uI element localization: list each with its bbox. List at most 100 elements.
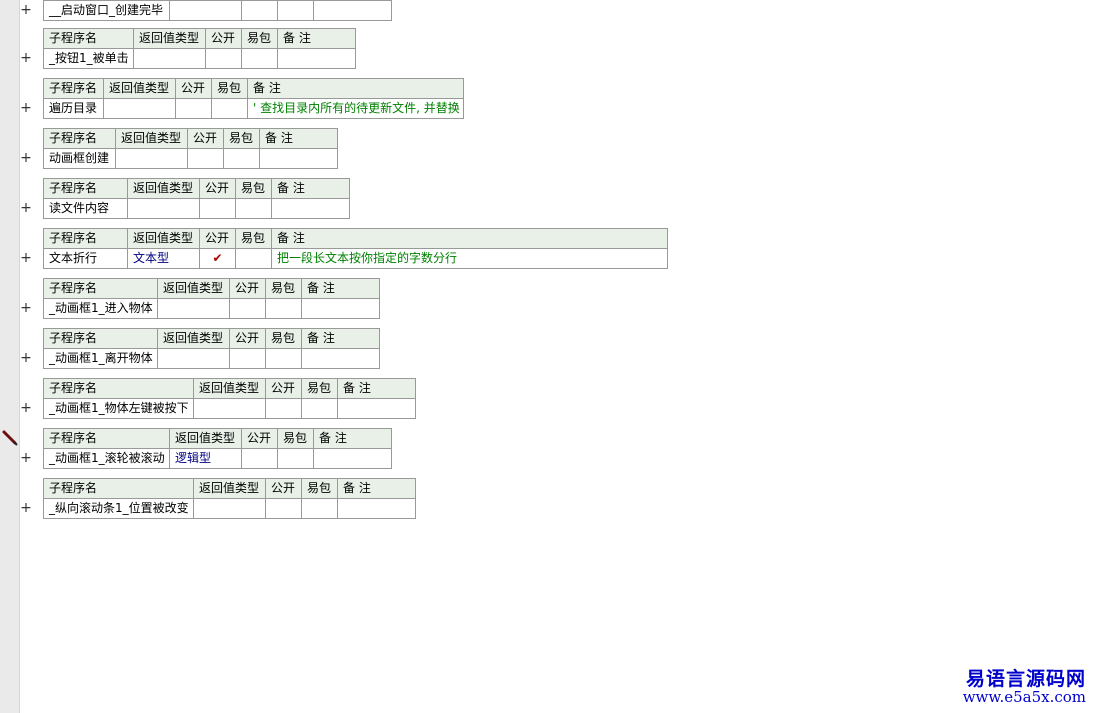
table-row: _动画框1_物体左键被按下 <box>43 398 416 419</box>
sub-name-cell[interactable]: _动画框1_滚轮被滚动 <box>43 448 170 469</box>
sub-name-cell[interactable]: _纵向滚动条1_位置被改变 <box>43 498 194 519</box>
sub-table: 子程序名返回值类型公开易包备 注遍历目录' 查找目录内所有的待更新文件, 并替换 <box>43 78 464 119</box>
sub-name-cell[interactable]: _按钮1_被单击 <box>43 48 134 69</box>
public-cell[interactable] <box>175 98 212 119</box>
header-ret-type: 返回值类型 <box>133 28 206 49</box>
header-row: 子程序名返回值类型公开易包备 注 <box>43 128 338 149</box>
public-cell[interactable]: ✔ <box>199 248 236 269</box>
header-sub-name: 子程序名 <box>43 328 158 349</box>
expand-icon[interactable]: + <box>20 2 32 18</box>
sub-name-cell[interactable]: 遍历目录 <box>43 98 104 119</box>
header-public: 公开 <box>229 278 266 299</box>
header-row: 子程序名返回值类型公开易包备 注 <box>43 28 356 49</box>
ret-type-cell[interactable] <box>103 98 176 119</box>
ret-type-cell[interactable] <box>115 148 188 169</box>
table-row: 遍历目录 ' 查找目录内所有的待更新文件, 并替换 <box>43 98 464 119</box>
expand-icon[interactable]: + <box>20 300 32 316</box>
header-easy-pack: 易包 <box>223 128 260 149</box>
header-ret-type: 返回值类型 <box>115 128 188 149</box>
ret-type-cell[interactable]: 文本型 <box>127 248 200 269</box>
ret-type-cell[interactable] <box>193 398 266 419</box>
public-cell[interactable] <box>241 0 278 21</box>
header-public: 公开 <box>175 78 212 99</box>
note-cell[interactable] <box>259 148 338 169</box>
sub-name-cell[interactable]: __启动窗口_创建完毕 <box>43 0 170 21</box>
public-cell[interactable] <box>241 448 278 469</box>
note-cell[interactable]: ' 查找目录内所有的待更新文件, 并替换 <box>247 98 464 119</box>
ret-type-cell[interactable] <box>133 48 206 69</box>
ret-type-cell[interactable] <box>157 348 230 369</box>
expand-icon[interactable]: + <box>20 50 32 66</box>
sub-table: 子程序名返回值类型公开易包备 注_动画框1_物体左键被按下 <box>43 378 416 419</box>
header-row: 子程序名返回值类型公开易包备 注 <box>43 428 392 449</box>
expand-icon[interactable]: + <box>20 450 32 466</box>
ret-type-cell[interactable]: 逻辑型 <box>169 448 242 469</box>
public-cell[interactable] <box>229 298 266 319</box>
note-cell[interactable] <box>337 498 416 519</box>
public-cell[interactable] <box>199 198 236 219</box>
table-row: _动画框1_进入物体 <box>43 298 380 319</box>
header-easy-pack: 易包 <box>265 328 302 349</box>
expand-icon[interactable]: + <box>20 350 32 366</box>
expand-icon[interactable]: + <box>20 400 32 416</box>
ret-type-cell[interactable] <box>193 498 266 519</box>
easy-pack-cell[interactable] <box>223 148 260 169</box>
public-cell[interactable] <box>229 348 266 369</box>
header-sub-name: 子程序名 <box>43 128 116 149</box>
note-cell[interactable] <box>313 0 392 21</box>
note-cell[interactable] <box>301 298 380 319</box>
easy-pack-cell[interactable] <box>277 448 314 469</box>
note-cell[interactable] <box>271 198 350 219</box>
public-cell[interactable] <box>265 398 302 419</box>
note-cell[interactable] <box>277 48 356 69</box>
sub-table: 子程序名返回值类型公开易包备 注动画框创建 <box>43 128 338 169</box>
easy-pack-cell[interactable] <box>277 0 314 21</box>
ret-type-cell[interactable] <box>127 198 200 219</box>
note-cell[interactable]: 把一段长文本按你指定的字数分行 <box>271 248 668 269</box>
header-public: 公开 <box>265 378 302 399</box>
expand-icon[interactable]: + <box>20 150 32 166</box>
header-public: 公开 <box>187 128 224 149</box>
sub-name-cell[interactable]: _动画框1_进入物体 <box>43 298 158 319</box>
header-ret-type: 返回值类型 <box>157 278 230 299</box>
ret-type-cell[interactable] <box>157 298 230 319</box>
easy-pack-cell[interactable] <box>241 48 278 69</box>
table-row: 动画框创建 <box>43 148 338 169</box>
ret-type-cell[interactable] <box>169 0 242 21</box>
header-sub-name: 子程序名 <box>43 228 128 249</box>
public-cell[interactable] <box>205 48 242 69</box>
sub-table: 子程序名返回值类型公开易包备 注_纵向滚动条1_位置被改变 <box>43 478 416 519</box>
easy-pack-cell[interactable] <box>235 198 272 219</box>
header-row: 子程序名返回值类型公开易包备 注 <box>43 328 380 349</box>
header-sub-name: 子程序名 <box>43 28 134 49</box>
sub-name-cell[interactable]: 读文件内容 <box>43 198 128 219</box>
watermark-url: www.e5a5x.com <box>962 688 1086 706</box>
expand-icon[interactable]: + <box>20 500 32 516</box>
header-sub-name: 子程序名 <box>43 478 194 499</box>
table-row: 读文件内容 <box>43 198 350 219</box>
expand-icon[interactable]: + <box>20 250 32 266</box>
easy-pack-cell[interactable] <box>265 348 302 369</box>
header-public: 公开 <box>205 28 242 49</box>
header-public: 公开 <box>199 228 236 249</box>
public-cell[interactable] <box>187 148 224 169</box>
sub-name-cell[interactable]: 文本折行 <box>43 248 128 269</box>
note-cell[interactable] <box>301 348 380 369</box>
header-note: 备 注 <box>301 278 380 299</box>
easy-pack-cell[interactable] <box>301 498 338 519</box>
sub-name-cell[interactable]: _动画框1_离开物体 <box>43 348 158 369</box>
note-cell[interactable] <box>313 448 392 469</box>
header-row: 子程序名返回值类型公开易包备 注 <box>43 478 416 499</box>
easy-pack-cell[interactable] <box>235 248 272 269</box>
expand-icon[interactable]: + <box>20 200 32 216</box>
easy-pack-cell[interactable] <box>301 398 338 419</box>
header-easy-pack: 易包 <box>265 278 302 299</box>
header-public: 公开 <box>241 428 278 449</box>
public-cell[interactable] <box>265 498 302 519</box>
expand-icon[interactable]: + <box>20 100 32 116</box>
easy-pack-cell[interactable] <box>265 298 302 319</box>
sub-name-cell[interactable]: 动画框创建 <box>43 148 116 169</box>
easy-pack-cell[interactable] <box>211 98 248 119</box>
note-cell[interactable] <box>337 398 416 419</box>
sub-name-cell[interactable]: _动画框1_物体左键被按下 <box>43 398 194 419</box>
